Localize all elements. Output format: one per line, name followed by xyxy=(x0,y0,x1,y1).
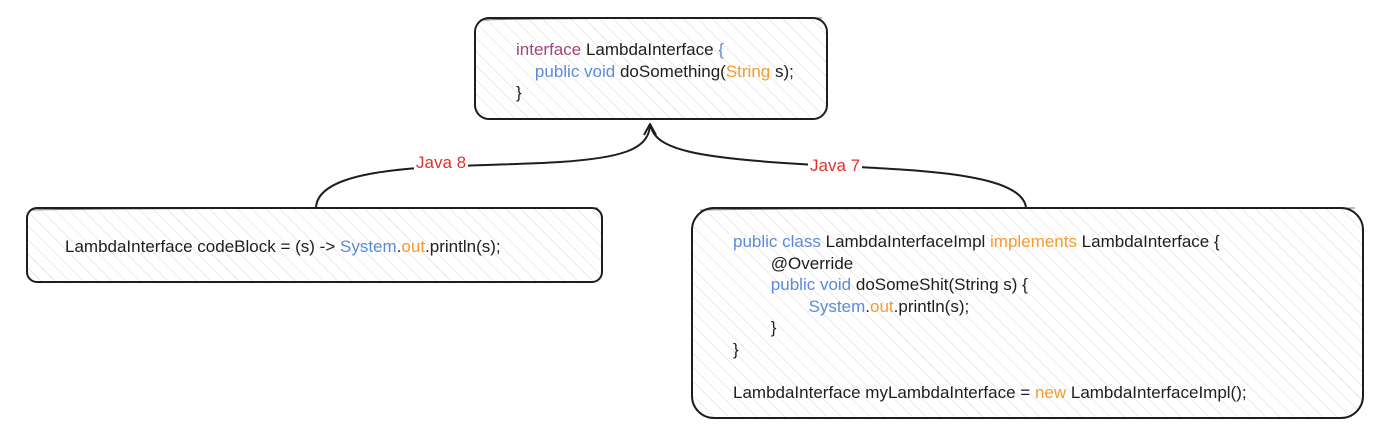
java8-code-token: .println(s); xyxy=(425,237,501,256)
interface-code-token: doSomething( xyxy=(619,61,726,81)
java8-code-token: System xyxy=(339,237,397,256)
java7-code-token: public void xyxy=(770,275,856,294)
java7-code-token: LambdaInterface { xyxy=(1081,232,1220,251)
java7-code-token xyxy=(733,361,738,380)
interface-code-line: } xyxy=(516,82,794,104)
interface-code-token: s); xyxy=(770,61,794,81)
arrowhead xyxy=(643,123,657,136)
java7-code-token: LambdaInterfaceImpl(); xyxy=(1070,382,1247,402)
java7-code: public class LambdaInterfaceImpl impleme… xyxy=(733,231,1247,403)
java8-code: LambdaInterface codeBlock = (s) -> Syste… xyxy=(65,236,501,258)
java7-code-token: @Override xyxy=(733,253,854,273)
interface-box xyxy=(474,17,828,120)
interface-code-token: } xyxy=(516,83,522,102)
java7-code-token: LambdaInterfaceImpl xyxy=(825,232,991,251)
java8-code-token: . xyxy=(396,237,402,256)
java7-code-token xyxy=(733,297,809,316)
java7-code-token: .println(s); xyxy=(893,296,970,316)
interface-code-token: { xyxy=(718,40,724,59)
java7-code-line: @Override xyxy=(733,253,1247,275)
interface-code-line: public void doSomething(String s); xyxy=(516,61,794,83)
java7-box xyxy=(691,207,1364,419)
java8-box xyxy=(26,207,603,283)
java7-code-token: public class xyxy=(733,232,826,251)
java7-code-token xyxy=(733,275,771,294)
java7-code-line: public class LambdaInterfaceImpl impleme… xyxy=(733,231,1247,253)
java7-code-token: implements xyxy=(990,232,1082,251)
java7-code-line: public void doSomeShit(String s) { xyxy=(733,274,1247,296)
java7-label: Java 7 xyxy=(808,156,863,176)
java8-label: Java 8 xyxy=(414,153,469,173)
java7-code-line: } xyxy=(733,339,1247,361)
java7-code-line xyxy=(733,360,1247,382)
java7-code-token: out xyxy=(870,296,894,316)
interface-code: interface LambdaInterface { public void … xyxy=(516,39,794,104)
java7-code-token: new xyxy=(1034,382,1071,402)
java8-code-line: LambdaInterface codeBlock = (s) -> Syste… xyxy=(65,236,501,258)
interface-code-token: public void xyxy=(534,61,620,81)
java8-code-token: LambdaInterface codeBlock = (s) -> xyxy=(65,237,340,256)
java8-code-token: out xyxy=(401,237,426,256)
java7-code-line: } xyxy=(733,317,1247,339)
java7-code-token: LambdaInterface myLambdaInterface = xyxy=(733,382,1035,402)
java8-arrow xyxy=(315,125,651,208)
java7-code-line: LambdaInterface myLambdaInterface = new … xyxy=(733,382,1247,404)
interface-code-token: LambdaInterface xyxy=(585,40,719,59)
interface-code-token: String xyxy=(725,61,771,81)
interface-code-token: interface xyxy=(516,40,586,59)
java7-code-token: . xyxy=(865,296,870,316)
interface-code-token xyxy=(516,62,535,81)
java7-code-token: doSomeShit(String s) { xyxy=(855,275,1028,294)
java7-code-token: } xyxy=(733,318,777,337)
java7-code-line: System.out.println(s); xyxy=(733,296,1247,318)
java7-code-token: } xyxy=(733,339,739,359)
interface-code-line: interface LambdaInterface { xyxy=(516,39,794,61)
java7-code-token: System xyxy=(808,296,866,316)
